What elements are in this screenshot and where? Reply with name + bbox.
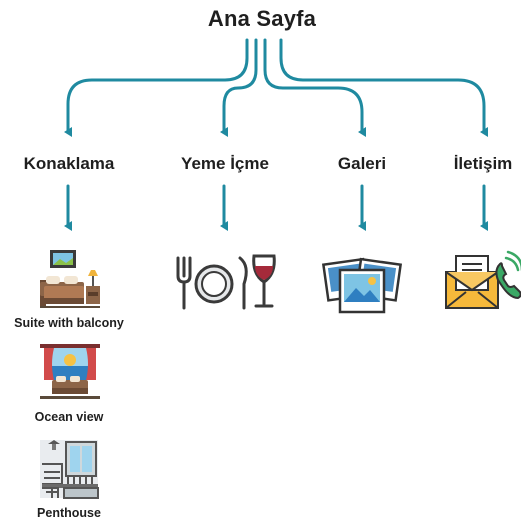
category-konaklama[interactable]: Konaklama <box>23 154 115 173</box>
ocean-view-room-icon <box>40 344 100 399</box>
item-ocean-view[interactable]: Ocean view <box>34 410 104 424</box>
photo-gallery-icon <box>322 257 402 314</box>
connector-root-iletisim <box>279 38 488 137</box>
penthouse-icon <box>40 440 99 499</box>
item-penthouse[interactable]: Penthouse <box>37 506 101 520</box>
dining-icon <box>176 254 276 310</box>
category-galeri[interactable]: Galeri <box>337 154 387 173</box>
root-node-title[interactable]: Ana Sayfa <box>207 6 317 31</box>
bedroom-icon <box>40 250 100 308</box>
category-yeme-icme[interactable]: Yeme İçme <box>181 154 269 173</box>
category-iletisim[interactable]: İletişim <box>453 154 513 173</box>
connector-root-konaklama <box>64 38 249 137</box>
connector-root-yeme <box>220 38 258 137</box>
contact-mail-phone-icon <box>445 250 521 309</box>
connector-root-galeri <box>263 38 366 137</box>
item-suite-with-balcony[interactable]: Suite with balcony <box>14 316 124 330</box>
